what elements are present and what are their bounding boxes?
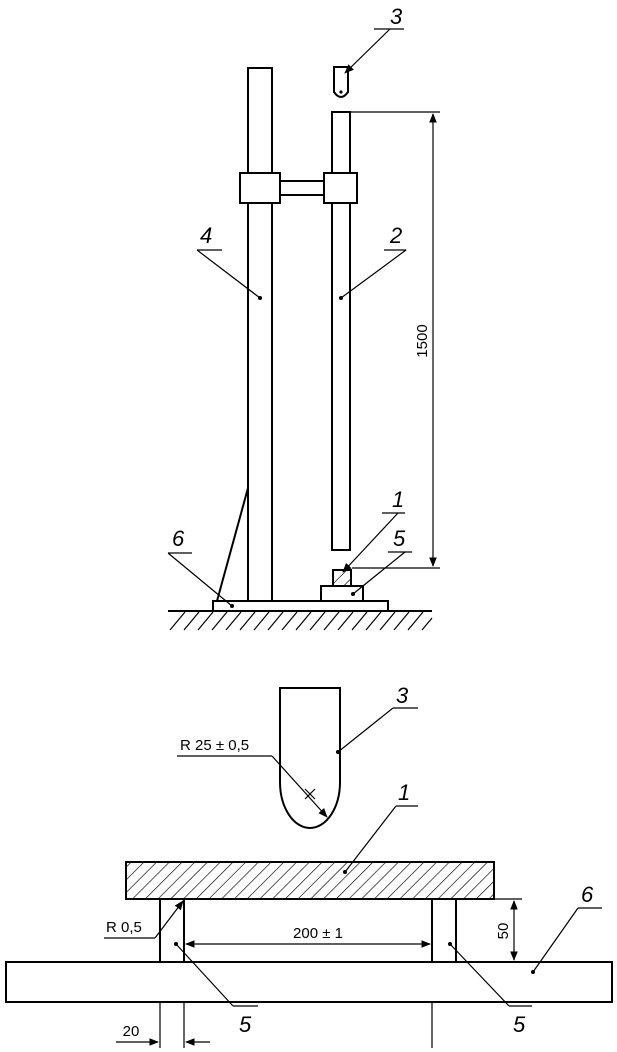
label-1-bottom: 1 bbox=[398, 780, 410, 805]
leader-5-top bbox=[352, 551, 406, 595]
span-dim-text: 200 ± 1 bbox=[293, 925, 343, 942]
label-4-top: 4 bbox=[200, 223, 212, 248]
top-figure: 1500 3 4 2 1 5 6 bbox=[167, 4, 440, 631]
label-1-top: 1 bbox=[392, 487, 404, 512]
leader-5-bottom-right bbox=[449, 943, 510, 1007]
bottom-figure: 3 R 25 ± 0,5 1 200 ± 1 50 20 bbox=[5, 683, 613, 1048]
specimen-top bbox=[332, 569, 352, 587]
striker-top-dot bbox=[339, 90, 343, 94]
leader-3-top bbox=[344, 28, 391, 74]
base-plate-bottom bbox=[5, 961, 613, 1003]
leader-1-bottom bbox=[344, 805, 397, 873]
leader-4-top bbox=[196, 249, 261, 299]
clamp-arm bbox=[279, 180, 325, 196]
label-5-bottom-right: 5 bbox=[513, 1012, 526, 1037]
leader-3-bottom bbox=[337, 707, 394, 753]
guide-tube bbox=[331, 111, 351, 551]
ground-hatching bbox=[169, 611, 433, 631]
label-6-bottom: 6 bbox=[581, 882, 594, 907]
leader-6-bottom bbox=[532, 907, 579, 973]
stand-brace bbox=[216, 487, 249, 602]
leader-5-bottom-left bbox=[175, 943, 234, 1007]
label-5-bottom-left: 5 bbox=[239, 1012, 252, 1037]
support-block bbox=[320, 585, 364, 602]
base-plate bbox=[212, 600, 389, 612]
height-dimension-text: 1500 bbox=[414, 324, 431, 357]
leader-6-top bbox=[167, 552, 233, 607]
support-left bbox=[159, 898, 185, 963]
stand-column bbox=[247, 67, 273, 602]
support-right bbox=[431, 898, 457, 963]
label-6-top: 6 bbox=[172, 526, 185, 551]
radius-center-cross bbox=[304, 788, 316, 800]
leader-1-top bbox=[342, 512, 399, 573]
support-width-text: 20 bbox=[123, 1023, 140, 1040]
clamp-right bbox=[323, 172, 358, 204]
label-2-top: 2 bbox=[389, 223, 402, 248]
label-3-bottom: 3 bbox=[396, 683, 409, 708]
label-3-top: 3 bbox=[390, 4, 403, 29]
specimen-plate bbox=[125, 861, 495, 900]
striker-top bbox=[333, 66, 349, 98]
leader-2-top bbox=[340, 249, 407, 299]
clamp-left bbox=[239, 172, 281, 204]
striker-radius-text: R 25 ± 0,5 bbox=[180, 737, 249, 754]
striker-head bbox=[279, 687, 341, 829]
edge-radius-text: R 0,5 bbox=[106, 919, 142, 936]
label-5-top: 5 bbox=[393, 526, 406, 551]
support-height-text: 50 bbox=[495, 923, 512, 940]
